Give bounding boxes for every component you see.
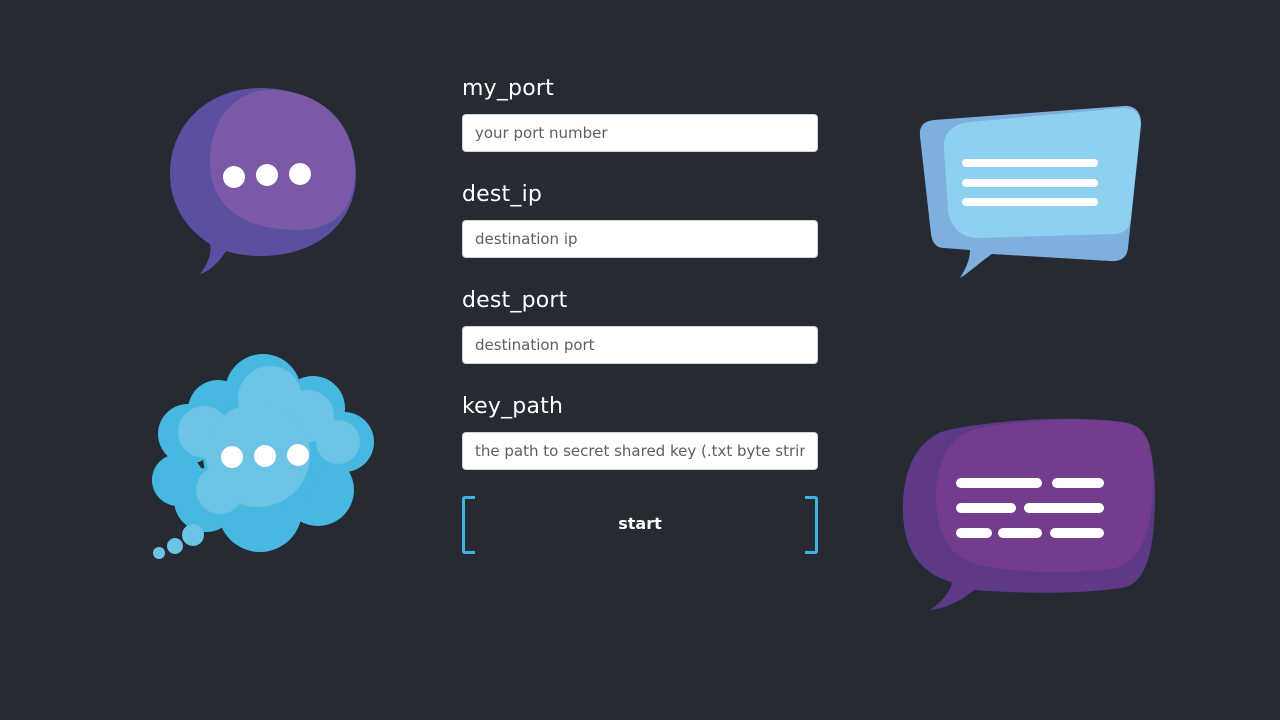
key-path-input[interactable] (462, 432, 818, 470)
left-bracket-decoration (462, 496, 475, 554)
dest-port-input[interactable] (462, 326, 818, 364)
purple-speech-bubble-dots-icon (170, 88, 356, 274)
key-path-label: key_path (462, 394, 564, 419)
magenta-message-lines-icon (902, 418, 1156, 610)
my-port-input[interactable] (462, 114, 818, 152)
dest-ip-input[interactable] (462, 220, 818, 258)
connection-form: my_port dest_ip dest_port key_path (462, 74, 818, 498)
my-port-label: my_port (462, 76, 554, 101)
start-button-label: start (618, 514, 662, 533)
dest-ip-label: dest_ip (462, 182, 543, 207)
dest-port-label: dest_port (462, 288, 568, 313)
start-button[interactable]: start (462, 496, 818, 554)
right-bracket-decoration (805, 496, 818, 554)
blue-thought-cloud-dots-icon (152, 354, 374, 559)
light-blue-message-lines-icon (919, 105, 1142, 278)
